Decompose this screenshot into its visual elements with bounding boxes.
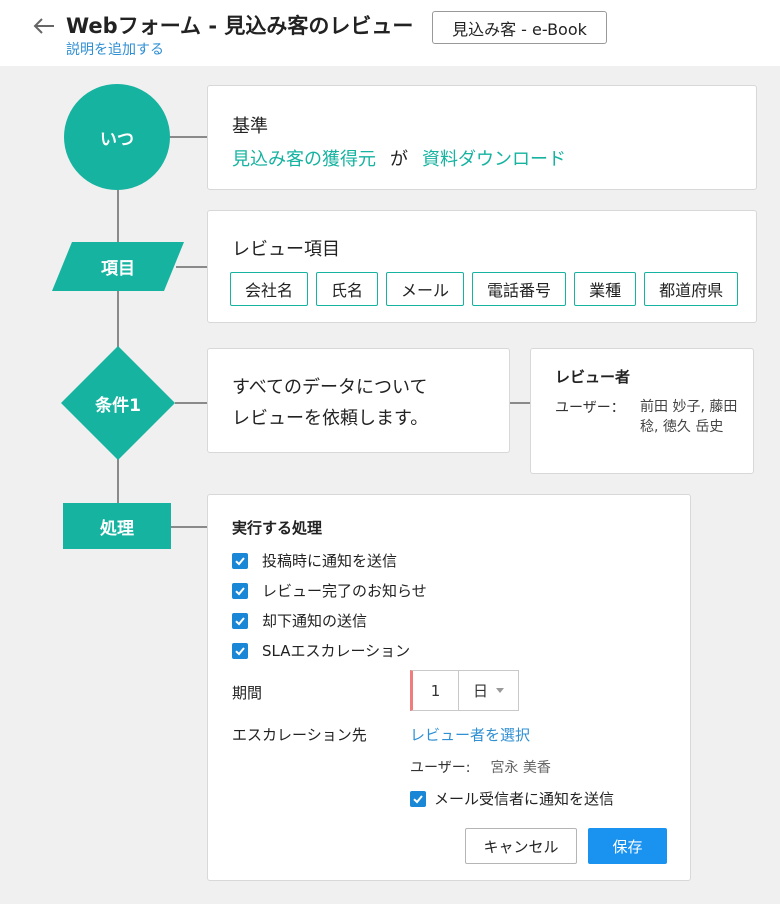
checkbox-label: 却下通知の送信: [262, 612, 368, 630]
flow-connector: [175, 402, 207, 404]
condition-description: すべてのデータについて レビューを依頼します。: [232, 372, 428, 434]
action-card: 実行する処理 投稿時に通知を送信 レビュー完了のお知らせ 却下通知の送信 SLA…: [207, 494, 691, 881]
checkbox-checked-icon[interactable]: [232, 612, 248, 629]
criteria-value[interactable]: 資料ダウンロード: [422, 149, 566, 170]
field-chip-company[interactable]: 会社名: [230, 272, 309, 306]
criteria-rule: 見込み客の獲得元が資料ダウンロード: [232, 145, 566, 171]
field-chip-email[interactable]: メール: [386, 272, 465, 306]
flow-connector: [171, 526, 207, 528]
page-title: Webフォーム - 見込み客のレビュー: [66, 14, 414, 38]
escalation-users: ユーザー: 宮永 美香: [410, 757, 551, 777]
back-arrow-icon[interactable]: [30, 12, 58, 40]
criteria-label: 基準: [232, 116, 268, 137]
caret-down-icon: [496, 688, 504, 693]
reviewer-users-label: ユーザー：: [555, 400, 625, 416]
criteria-field[interactable]: 見込み客の獲得元: [232, 149, 376, 170]
field-chip-phone[interactable]: 電話番号: [472, 272, 567, 306]
checkbox-notify-recipients[interactable]: メール受信者に通知を送信: [410, 788, 614, 809]
condition-line-2: レビューを依頼します。: [232, 408, 429, 429]
criteria-operator: が: [390, 149, 408, 170]
flow-connector: [117, 291, 119, 347]
items-node: 項目: [52, 242, 184, 291]
checkbox-notify-on-submit[interactable]: 投稿時に通知を送信: [232, 550, 397, 571]
form-tag-button[interactable]: 見込み客 - e-Book: [432, 11, 607, 44]
action-node: 処理: [63, 503, 171, 549]
checkbox-label: SLAエスカレーション: [262, 642, 411, 660]
field-chip-name[interactable]: 氏名: [316, 272, 379, 306]
add-description-link[interactable]: 説明を追加する: [66, 42, 164, 58]
escalation-users-value: 宮永 美香: [490, 760, 551, 776]
checkbox-checked-icon[interactable]: [410, 790, 426, 807]
review-items-label: レビュー項目: [232, 239, 340, 260]
condition-node-label: 条件1: [95, 395, 141, 416]
condition-node: 条件1: [61, 346, 175, 460]
condition-card[interactable]: すべてのデータについて レビューを依頼します。: [207, 348, 510, 453]
checkbox-sla-escalation[interactable]: SLAエスカレーション: [232, 640, 410, 661]
checkbox-label: メール受信者に通知を送信: [434, 790, 615, 808]
review-items-chips: 会社名 氏名 メール 電話番号 業種 都道府県: [230, 272, 739, 306]
reviewer-card[interactable]: レビュー者 ユーザー： 前田 妙子, 藤田 稔, 徳久 岳史: [530, 348, 754, 474]
checkbox-label: 投稿時に通知を送信: [262, 552, 398, 570]
flow-connector: [510, 402, 530, 404]
select-reviewer-link[interactable]: レビュー者を選択: [410, 726, 531, 744]
save-button[interactable]: 保存: [588, 828, 667, 864]
period-input-group: 1 日: [410, 670, 519, 711]
escalation-label: エスカレーション先: [232, 726, 367, 744]
period-label: 期間: [232, 684, 263, 702]
checkbox-checked-icon[interactable]: [232, 582, 248, 599]
checkbox-label: レビュー完了のお知らせ: [262, 582, 427, 600]
field-chip-prefecture[interactable]: 都道府県: [644, 272, 739, 306]
field-chip-industry[interactable]: 業種: [574, 272, 637, 306]
flow-connector: [176, 266, 207, 268]
cancel-button[interactable]: キャンセル: [465, 828, 577, 864]
checkbox-checked-icon[interactable]: [232, 552, 248, 569]
page-header: Webフォーム - 見込み客のレビュー 説明を追加する 見込み客 - e-Boo…: [0, 0, 780, 66]
review-items-card: レビュー項目 会社名 氏名 メール 電話番号 業種 都道府県: [207, 210, 757, 323]
period-value-input[interactable]: 1: [413, 671, 459, 710]
reviewer-users-value: 前田 妙子, 藤田 稔, 徳久 岳史: [640, 399, 738, 435]
condition-line-1: すべてのデータについて: [232, 377, 428, 398]
flow-connector: [117, 459, 119, 503]
reviewer-label: レビュー者: [555, 368, 631, 386]
criteria-card: 基準 見込み客の獲得元が資料ダウンロード: [207, 85, 757, 190]
flow-connector: [170, 136, 207, 138]
checkbox-checked-icon[interactable]: [232, 642, 248, 659]
when-node: いつ: [64, 84, 170, 190]
checkbox-review-complete[interactable]: レビュー完了のお知らせ: [232, 580, 427, 601]
escalation-users-label: ユーザー:: [410, 760, 471, 776]
period-unit-select[interactable]: 日: [459, 671, 518, 710]
action-heading: 実行する処理: [232, 519, 323, 537]
flow-connector: [117, 190, 119, 242]
period-unit-value: 日: [472, 682, 488, 700]
checkbox-rejection-notice[interactable]: 却下通知の送信: [232, 610, 367, 631]
